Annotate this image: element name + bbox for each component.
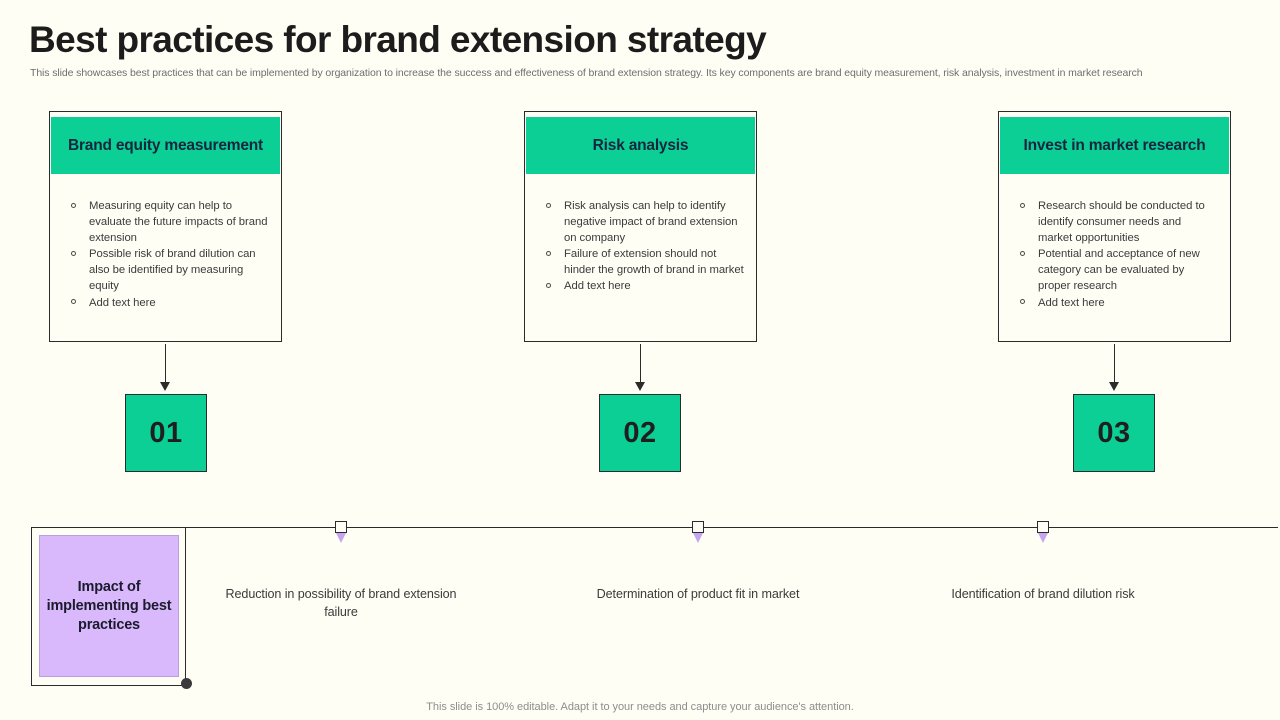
down-triangle-icon: [335, 533, 346, 543]
step-number-label: 01: [149, 416, 183, 449]
square-node-icon: [1037, 521, 1049, 533]
list-item-label: Possible risk of brand dilution can also…: [89, 248, 256, 293]
impact-label-box[interactable]: Impact of implementing best practices: [39, 535, 179, 677]
list-item: Measuring equity can help to evaluate th…: [64, 198, 269, 246]
list-item: Risk analysis can help to identify negat…: [539, 198, 744, 246]
list-item-label: Measuring equity can help to evaluate th…: [89, 200, 268, 245]
timeline-end-dot-icon: [181, 678, 192, 689]
circle-bullet-icon: [546, 250, 551, 256]
page-title: Best practices for brand extension strat…: [29, 19, 767, 60]
circle-bullet-icon: [71, 250, 76, 256]
step-number-box-02[interactable]: 02: [599, 394, 681, 472]
outcome-caption-3: Identification of brand dilution risk: [951, 587, 1135, 601]
list-item-label: Potential and acceptance of new category…: [1038, 248, 1200, 293]
circle-bullet-icon: [1020, 202, 1025, 208]
card-title: Brand equity measurement: [67, 136, 264, 154]
impact-label: Impact of implementing best practices: [46, 578, 172, 633]
footer-note: This slide is 100% editable. Adapt it to…: [426, 701, 854, 713]
list-item: Add text here: [1013, 295, 1218, 311]
list-item: Add text here: [64, 295, 269, 311]
down-triangle-icon: [1037, 533, 1048, 543]
square-node-icon: [692, 521, 704, 533]
list-item-label: Add text here: [1038, 296, 1105, 309]
arrow-stem: [640, 344, 642, 384]
outcome-caption-2: Determination of product fit in market: [596, 587, 800, 601]
list-item: Add text here: [539, 278, 744, 294]
step-number-box-01[interactable]: 01: [125, 394, 207, 472]
arrow-stem: [165, 344, 167, 384]
arrow-head: [1109, 382, 1120, 391]
list-item: Failure of extension should not hinder t…: [539, 246, 744, 278]
practice-card-brand-equity-measurement[interactable]: Brand equity measurement Measuring equit…: [49, 111, 282, 342]
circle-bullet-icon: [546, 202, 551, 208]
card-header: Invest in market research: [1000, 117, 1229, 174]
timeline-marker-3[interactable]: [1036, 521, 1050, 547]
card-body: Risk analysis can help to identify negat…: [525, 174, 756, 295]
page-subtitle: This slide showcases best practices that…: [30, 67, 1143, 79]
card-body: Measuring equity can help to evaluate th…: [50, 174, 281, 311]
list-item: Research should be conducted to identify…: [1013, 198, 1218, 246]
bullet-list: Measuring equity can help to evaluate th…: [64, 198, 269, 311]
list-item-label: Research should be conducted to identify…: [1038, 200, 1205, 245]
bullet-list: Risk analysis can help to identify negat…: [539, 198, 744, 295]
practice-card-risk-analysis[interactable]: Risk analysis Risk analysis can help to …: [524, 111, 757, 342]
arrow-head: [160, 382, 171, 391]
arrow-stem: [1114, 344, 1116, 384]
step-number-box-03[interactable]: 03: [1073, 394, 1155, 472]
timeline-marker-2[interactable]: [691, 521, 705, 547]
timeline-marker-1[interactable]: [334, 521, 348, 547]
down-triangle-icon: [692, 533, 703, 543]
timeline-axis-line: [186, 527, 1278, 529]
circle-bullet-icon: [1020, 299, 1025, 305]
list-item: Possible risk of brand dilution can also…: [64, 246, 269, 294]
card-header: Brand equity measurement: [51, 117, 280, 174]
down-arrow-icon: [1108, 344, 1122, 391]
step-number-label: 03: [1097, 416, 1131, 449]
arrow-head: [635, 382, 646, 391]
list-item-label: Add text here: [89, 296, 156, 309]
list-item: Potential and acceptance of new category…: [1013, 246, 1218, 294]
list-item-label: Risk analysis can help to identify negat…: [564, 200, 738, 245]
down-arrow-icon: [159, 344, 173, 391]
square-node-icon: [335, 521, 347, 533]
card-title: Invest in market research: [1023, 136, 1206, 154]
impact-frame: [31, 527, 186, 686]
card-header: Risk analysis: [526, 117, 755, 174]
circle-bullet-icon: [71, 202, 76, 208]
outcome-caption-1: Reduction in possibility of brand extens…: [225, 587, 457, 619]
bullet-list: Research should be conducted to identify…: [1013, 198, 1218, 311]
step-number-label: 02: [623, 416, 657, 449]
circle-bullet-icon: [546, 282, 551, 288]
circle-bullet-icon: [1020, 250, 1025, 256]
list-item-label: Add text here: [564, 280, 631, 293]
list-item-label: Failure of extension should not hinder t…: [564, 248, 744, 277]
card-body: Research should be conducted to identify…: [999, 174, 1230, 311]
circle-bullet-icon: [71, 299, 76, 305]
card-title: Risk analysis: [592, 136, 689, 154]
down-arrow-icon: [634, 344, 648, 391]
practice-card-invest-in-market-research[interactable]: Invest in market research Research shoul…: [998, 111, 1231, 342]
